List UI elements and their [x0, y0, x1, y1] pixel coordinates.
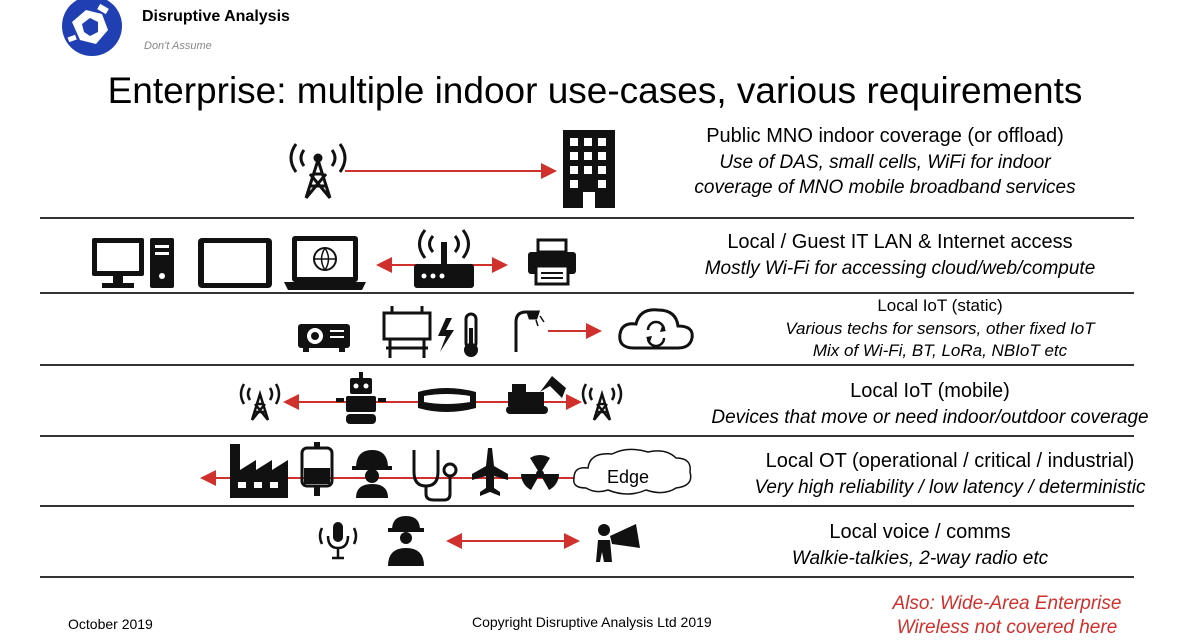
thermometer-icon [464, 312, 478, 357]
desktop-computer-icon [92, 238, 174, 288]
row-voice: Local voice / comms Walkie-talkies, 2-wa… [720, 521, 1120, 570]
radiation-icon [521, 454, 559, 490]
airplane-icon [472, 448, 508, 496]
row-mno: Public MNO indoor coverage (or offload) … [660, 125, 1110, 199]
footer-note-line-2: Wireless not covered here [896, 617, 1118, 638]
page-title: Enterprise: multiple indoor use-cases, v… [107, 70, 1083, 111]
row-iot-static-detail-2: Mix of Wi-Fi, BT, LoRa, NBIoT etc [812, 341, 1068, 360]
row-divider [40, 435, 1134, 437]
cell-tower-icon [289, 143, 347, 199]
cell-tower-icon [239, 383, 281, 421]
lightning-icon [438, 318, 454, 352]
megaphone-person-icon [596, 524, 640, 562]
row-iot-static-detail-1: Various techs for sensors, other fixed I… [785, 319, 1095, 338]
row-divider [40, 576, 1134, 578]
row-lan-detail: Mostly Wi-Fi for accessing cloud/web/com… [704, 258, 1096, 279]
tablet-icon [198, 238, 272, 288]
brand-name: Disruptive Analysis [142, 8, 290, 25]
construction-worker-icon [352, 450, 392, 498]
brand-logo [62, 0, 122, 56]
row-divider [40, 364, 1134, 366]
worker-icon [388, 516, 424, 566]
brand-tagline: Don't Assume [144, 40, 212, 52]
row-iot-mobile-detail: Devices that move or need indoor/outdoor… [711, 407, 1149, 428]
wifi-router-icon [414, 229, 474, 288]
row-lan-heading: Local / Guest IT LAN & Internet access [727, 231, 1073, 253]
row-lan: Local / Guest IT LAN & Internet access M… [650, 231, 1150, 280]
row-mno-detail-1: Use of DAS, small cells, WiFi for indoor [719, 152, 1051, 173]
cloud-sync-icon [618, 308, 694, 350]
row-ot: Local OT (operational / critical / indus… [700, 450, 1200, 499]
footer-note: Also: Wide-Area Enterprise Wireless not … [852, 592, 1162, 640]
row-iot-static: Local IoT (static) Various techs for sen… [715, 296, 1165, 361]
microphone-icon [318, 522, 358, 560]
excavator-icon [506, 376, 566, 414]
factory-icon [230, 444, 288, 498]
edge-label: Edge [607, 467, 649, 487]
row-mno-detail-2: coverage of MNO mobile broadband service… [694, 177, 1076, 198]
row-mno-heading: Public MNO indoor coverage (or offload) [706, 125, 1064, 147]
row-ot-detail: Very high reliability / low latency / de… [754, 477, 1146, 498]
billboard-icon [382, 306, 432, 358]
laptop-globe-icon [284, 236, 366, 290]
row-voice-heading: Local voice / comms [829, 521, 1011, 543]
row-iot-static-heading: Local IoT (static) [877, 296, 1003, 315]
row-voice-detail: Walkie-talkies, 2-way radio etc [791, 548, 1049, 569]
row-divider [40, 292, 1134, 294]
edge-cloud-icon [573, 448, 692, 495]
cell-tower-icon [581, 383, 623, 421]
robot-icon [336, 372, 386, 424]
row-ot-heading: Local OT (operational / critical / indus… [765, 450, 1135, 472]
row-divider [40, 217, 1134, 219]
row-divider [40, 505, 1134, 507]
footer-note-line-1: Also: Wide-Area Enterprise [892, 593, 1122, 614]
office-building-icon [563, 130, 615, 208]
stethoscope-icon [412, 450, 458, 502]
vr-headset-icon [418, 388, 476, 412]
iv-drip-icon [300, 442, 334, 496]
projector-icon [298, 324, 350, 352]
row-iot-mobile-heading: Local IoT (mobile) [850, 380, 1010, 402]
printer-icon [528, 238, 576, 286]
street-lamp-icon [514, 310, 545, 352]
row-iot-mobile: Local IoT (mobile) Devices that move or … [660, 380, 1200, 429]
footer-date: October 2019 [68, 616, 153, 632]
footer-copyright: Copyright Disruptive Analysis Ltd 2019 [472, 614, 712, 630]
